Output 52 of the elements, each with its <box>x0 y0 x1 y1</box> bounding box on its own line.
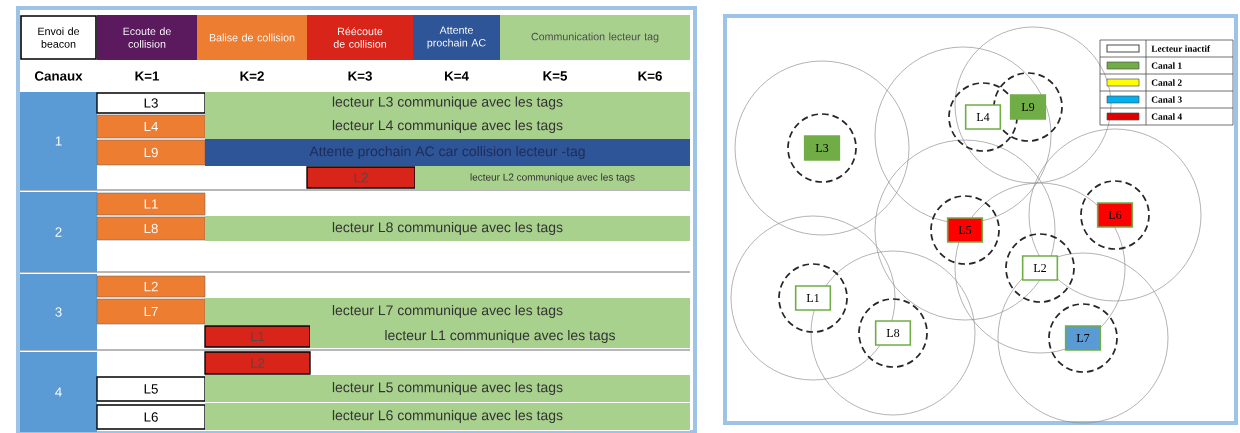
waiting-bar: Attente prochain AC car collision lecteur -tag <box>205 139 690 166</box>
reader-cell: L1 <box>204 325 311 348</box>
reader-box: L5 <box>946 217 984 243</box>
communication-bar: lecteur L7 communique avec les tags <box>205 298 690 325</box>
reader-cell: L1 <box>96 192 206 216</box>
communication-bar: lecteur L3 communique avec les tags <box>205 92 690 114</box>
column-header: Canaux <box>34 71 83 81</box>
legend-label: Canal 3 <box>1151 96 1182 103</box>
reader-cell: L2 <box>96 275 206 298</box>
reader-box: L2 <box>1021 255 1059 281</box>
communication-bar: lecteur L8 communique avec les tags <box>205 216 690 241</box>
legend-label: Canal 4 <box>1151 113 1182 120</box>
communication-bar: lecteur L6 communique avec les tags <box>205 403 690 430</box>
reader-box: L9 <box>1009 94 1047 120</box>
column-header: K=1 <box>135 71 160 81</box>
reader-cell: L2 <box>204 351 311 375</box>
communication-bar: lecteur L4 communique avec les tags <box>205 114 690 139</box>
channel-cell: 1 <box>20 92 97 190</box>
legend-label: Ecoute de collision <box>123 27 171 48</box>
reader-box: L8 <box>874 320 912 346</box>
communication-bar: lecteur L2 communique avec les tags <box>415 166 690 190</box>
reader-box: L4 <box>964 104 1002 130</box>
communication-bar: lecteur L5 communique avec les tags <box>205 375 690 402</box>
reader-cell: L5 <box>96 376 206 402</box>
channel-cell: 2 <box>20 192 97 272</box>
legend-label: Canal 2 <box>1151 79 1182 86</box>
column-header: K=2 <box>240 71 264 81</box>
channel-cell: 3 <box>20 274 97 350</box>
legend-label: Balise de collision <box>209 33 295 42</box>
column-header: K=6 <box>638 71 662 81</box>
legend-label: Lecteur inactif <box>1151 45 1211 52</box>
channel-cell: 4 <box>20 352 97 432</box>
reader-cell: L7 <box>96 298 206 325</box>
reader-box: L7 <box>1064 325 1102 351</box>
legend-label: Canal 1 <box>1151 62 1182 69</box>
legend-label: Communication lecteur tag <box>531 32 659 43</box>
reader-cell: L9 <box>96 139 206 166</box>
legend-label: Réécoute de collision <box>333 27 386 48</box>
legend-label: Envoi de beacon <box>38 27 80 48</box>
legend-label: Attente prochain AC <box>427 26 486 49</box>
reader-box: L6 <box>1096 202 1134 228</box>
reader-cell: L2 <box>306 166 416 189</box>
column-header: K=3 <box>348 71 372 81</box>
reader-cell: L4 <box>96 114 206 139</box>
reader-cell: L6 <box>96 404 206 430</box>
communication-bar: lecteur L1 communique avec les tags <box>310 325 690 348</box>
column-header: K=4 <box>445 71 469 81</box>
reader-box: L1 <box>794 285 832 311</box>
reader-cell: L8 <box>96 216 206 241</box>
reader-box: L3 <box>803 135 841 161</box>
column-header: K=5 <box>543 71 568 81</box>
reader-cell: L3 <box>96 92 206 114</box>
